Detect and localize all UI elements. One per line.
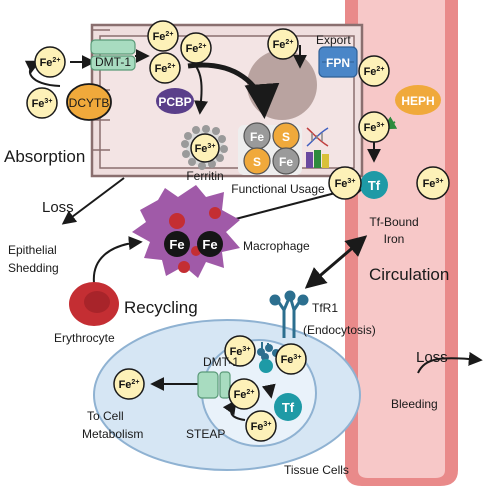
fe-cluster-fe-top: Fe — [250, 130, 264, 144]
tf-label-endosome: Tf — [282, 400, 295, 415]
pcbp-label: PCBP — [158, 95, 191, 109]
fe3-endosome-2-label: Fe3+ — [281, 354, 302, 366]
transferrin-small — [259, 359, 273, 373]
fe2-cytosol-ion: Fe2+ — [113, 368, 145, 400]
absorption-label: Absorption — [4, 147, 85, 166]
heph-label: HEPH — [401, 94, 434, 108]
bleeding-label: Bleeding — [391, 397, 438, 411]
fe-cluster-fe-bottom: Fe — [279, 155, 293, 169]
tissue-cells-label: Tissue Cells — [284, 463, 349, 477]
fe2-export-ion: Fe2+ — [267, 28, 299, 60]
iron-label: Iron — [384, 232, 405, 246]
fe3-vessel-label: Fe3+ — [364, 122, 385, 134]
dcytb-label: DCYTB — [69, 96, 110, 110]
tfr1-label: TfR1 — [312, 301, 338, 315]
fe-cluster-s-top: S — [282, 130, 290, 144]
fe2-endosome-ion: Fe2+ — [228, 378, 260, 410]
fe3-lumen-label: Fe3+ — [32, 98, 53, 110]
fe2-cytosol-label: Fe2+ — [119, 379, 140, 391]
fe3-endosome-1-label: Fe3+ — [230, 346, 251, 358]
fe3-tf-left-ion: Fe3+ — [328, 166, 362, 200]
text-labels: Absorption Ferritin Functional Usage Exp… — [4, 33, 449, 477]
circulation-label: Circulation — [369, 265, 449, 284]
macrophage-cell — [132, 185, 240, 278]
dmt1-tissue-transporter — [197, 371, 231, 399]
fe2-endosome-label: Fe2+ — [234, 389, 255, 401]
dna-icon — [306, 127, 329, 147]
endosome-receptors — [257, 342, 280, 361]
fe2-vessel-label: Fe2+ — [364, 66, 385, 78]
macrophage-fe-right: Fe — [202, 237, 217, 252]
loss-label-top: Loss — [42, 199, 74, 216]
fe2-enterocyte-3-label: Fe2+ — [155, 63, 176, 75]
ferritin-complex — [181, 125, 228, 170]
fe2-enterocyte-3-ion: Fe2+ — [149, 52, 181, 84]
fe-s-cluster — [238, 122, 302, 175]
fe3-vessel-ion: Fe3+ — [358, 111, 390, 143]
fe2-enterocyte-2-ion: Fe2+ — [180, 32, 212, 64]
fe2-enterocyte-1-ion: Fe2+ — [147, 20, 179, 52]
dmt1-transporter: DMT-1 — [90, 39, 136, 71]
fe3-tf-right-ion: Fe3+ — [416, 166, 450, 200]
fpn-transporter: FPN — [318, 46, 358, 78]
tfr1-receptor — [269, 290, 309, 338]
dmt1-label: DMT-1 — [95, 55, 131, 69]
dmt1-tissue-label: DMT-1 — [203, 355, 239, 369]
steap-label: STEAP — [186, 427, 225, 441]
tf-bound-label: Tf-Bound — [369, 215, 418, 229]
recycling-label: Recycling — [124, 298, 198, 317]
functional-usage-label: Functional Usage — [231, 182, 325, 196]
macrophage-label: Macrophage — [243, 239, 310, 253]
erythrocyte-label: Erythrocyte — [54, 331, 115, 345]
fe-cluster-s-bottom: S — [253, 155, 261, 169]
epithelial-label: Epithelial — [8, 243, 57, 257]
iron-ions: Fe2+ Fe3+ Fe2+ Fe2+ Fe2+ Fe3+ Fe2+ Fe2+ Fe3+ Fe3+… — [26, 20, 450, 442]
tf-label-circulation: Tf — [368, 178, 381, 193]
fe3-ferritin-ion: Fe3+ — [195, 143, 216, 155]
nucleus — [247, 50, 317, 120]
dcytb-protein: DCYTB — [66, 83, 112, 121]
fe3-lumen-ion: Fe3+ — [26, 87, 58, 119]
protein-complex-icon — [306, 150, 329, 168]
metabolism-label: Metabolism — [82, 427, 143, 441]
fpn-label: FPN — [326, 56, 350, 70]
shedding-label: Shedding — [8, 261, 59, 275]
loss-label-right: Loss — [416, 349, 448, 366]
transferrin-circulation — [360, 171, 388, 199]
fe3-tf-left-label: Fe3+ — [335, 178, 356, 190]
endocytosis-label: (Endocytosis) — [303, 323, 376, 337]
fe2-lumen-ion: Fe2+ — [34, 46, 66, 78]
erythrocyte — [69, 282, 119, 326]
pcbp-protein: PCBP — [156, 88, 194, 114]
to-cell-label: To Cell — [87, 409, 124, 423]
macrophage-fe-left: Fe — [169, 237, 184, 252]
fe3-endosome-3-label: Fe3+ — [251, 421, 272, 433]
fe3-endosome-1-ion: Fe3+ — [224, 335, 256, 367]
heph-protein: HEPH — [395, 85, 441, 115]
fe2-enterocyte-1-label: Fe2+ — [153, 31, 174, 43]
fe3-ferritin-label: Fe3+ — [195, 143, 216, 155]
fe2-export-label: Fe2+ — [273, 39, 294, 51]
fe2-enterocyte-2-label: Fe2+ — [186, 43, 207, 55]
fe3-endosome-2-ion: Fe3+ — [275, 343, 307, 375]
transferrin-endosome — [274, 393, 302, 421]
fe2-vessel-ion: Fe2+ — [358, 55, 390, 87]
fe3-tf-right-label: Fe3+ — [423, 178, 444, 190]
ferritin-label: Ferritin — [186, 169, 223, 183]
export-label: Export — [316, 33, 351, 47]
fe3-endosome-3-ion: Fe3+ — [245, 410, 277, 442]
fe2-lumen-label: Fe2+ — [40, 57, 61, 69]
